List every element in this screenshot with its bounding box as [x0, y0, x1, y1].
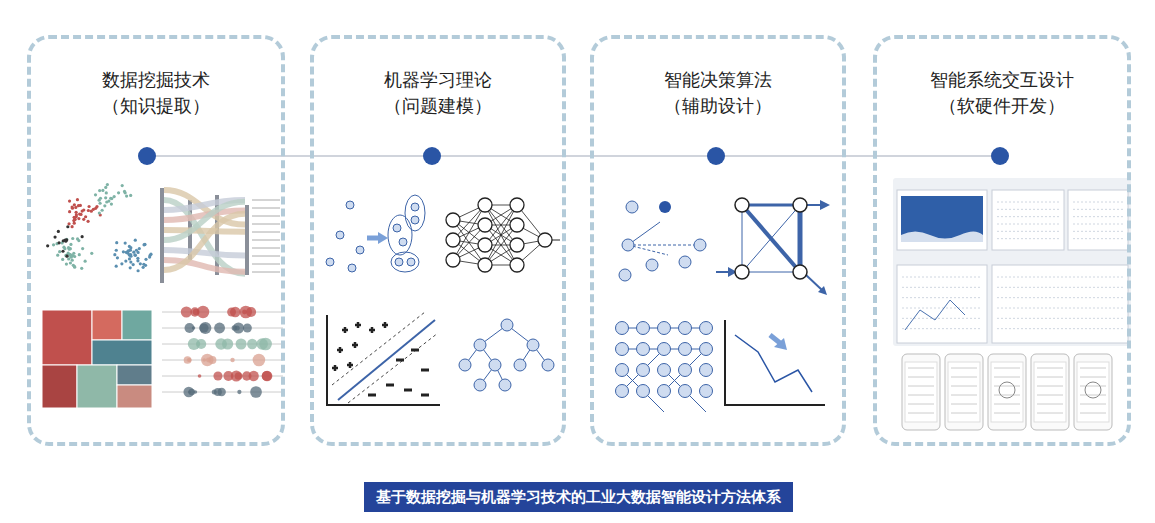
- step-title: 数据挖掘技术: [31, 67, 281, 93]
- step-panel: 智能系统交互设计（软硬件开发）: [873, 35, 1131, 446]
- network-graph: [46, 183, 153, 272]
- step-subtitle: （问题建模）: [314, 93, 562, 119]
- treemap-chart: [42, 310, 152, 408]
- dashboard-screens: [893, 178, 1131, 346]
- bubble-rows: [162, 306, 283, 398]
- timeline-dot: [707, 147, 725, 165]
- timeline-dot: [423, 147, 441, 165]
- neural-network: [446, 198, 560, 272]
- step-panel: 数据挖掘技术（知识提取）: [27, 35, 285, 446]
- timeline-dot: [991, 147, 1009, 165]
- phone-screens: [902, 354, 1112, 430]
- caption-bar: 基于数据挖掘与机器学习技术的工业大数据智能设计方法体系: [364, 482, 793, 512]
- step-title: 智能系统交互设计: [877, 67, 1127, 93]
- step-subtitle: （知识提取）: [31, 93, 281, 119]
- step-subtitle: （软硬件开发）: [877, 93, 1127, 119]
- step-panel: 智能决策算法（辅助设计）: [590, 35, 846, 446]
- step-title: 智能决策算法: [594, 67, 842, 93]
- graph-square: [716, 198, 830, 295]
- line-chart: [725, 320, 825, 405]
- agent-figure: [619, 201, 706, 281]
- step-title: 机器学习理论: [314, 67, 562, 93]
- sankey-chart: [160, 188, 280, 283]
- decision-tree: [459, 319, 554, 391]
- circle-grid: [616, 322, 713, 413]
- timeline-dot: [138, 147, 156, 165]
- step-subtitle: （辅助设计）: [594, 93, 842, 119]
- svm-plot: [327, 312, 440, 405]
- step-panel: 机器学习理论（问题建模）: [310, 35, 566, 446]
- clustering-figure: [326, 195, 425, 272]
